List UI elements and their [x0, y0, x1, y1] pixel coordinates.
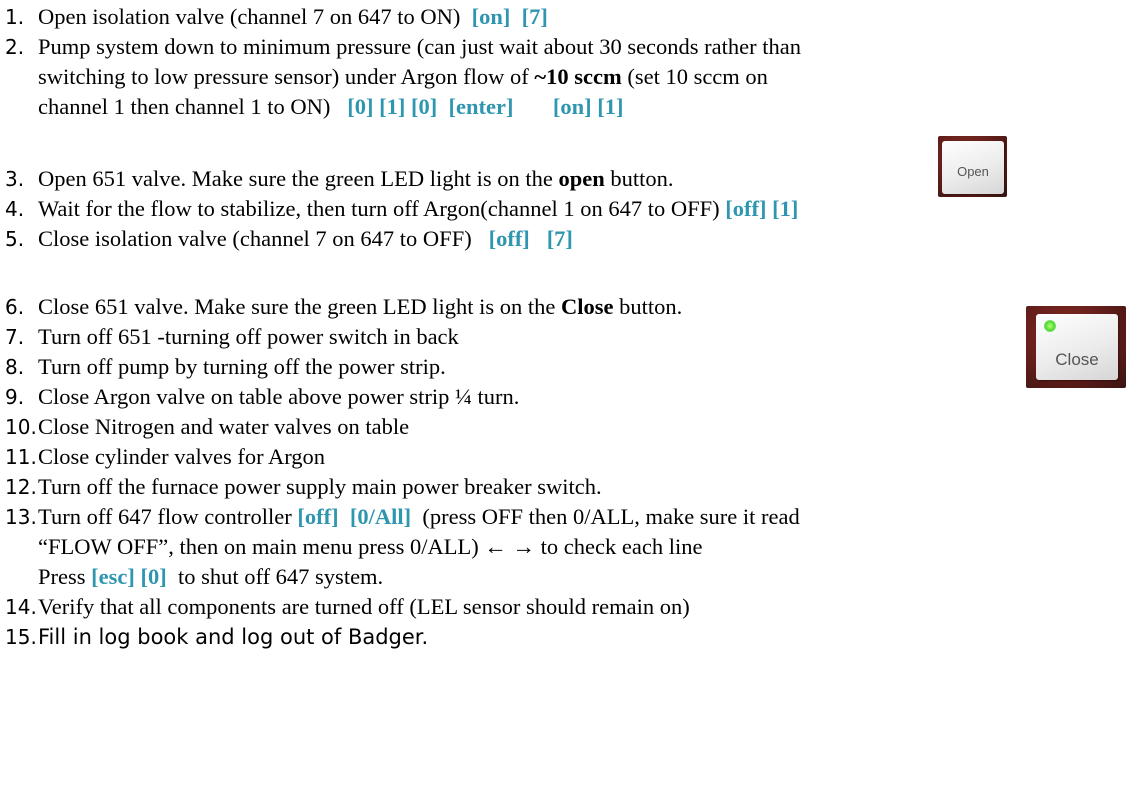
step-1: 1.Open isolation valve (channel 7 on 647… — [0, 2, 548, 32]
key-sequence: [off] — [488, 226, 530, 251]
key-sequence: [off] — [297, 504, 339, 529]
step-11: 11.Close cylinder valves for Argon — [0, 442, 325, 472]
step-8: 8.Turn off pump by turning off the power… — [0, 352, 446, 382]
step-2-line-3: channel 1 then channel 1 to ON) [0] [1] … — [38, 94, 624, 119]
close-button-label: Close — [1055, 350, 1099, 369]
key-sequence: [7] — [521, 4, 548, 29]
close-button-face: Close — [1036, 314, 1118, 380]
step-9: 9.Close Argon valve on table above power… — [0, 382, 519, 412]
key-sequence: [enter] — [448, 94, 514, 119]
step-10: 10.Close Nitrogen and water valves on ta… — [0, 412, 409, 442]
step-number: 4. — [5, 197, 25, 221]
step-13-line-2: “FLOW OFF”, then on main menu press 0/AL… — [38, 534, 703, 559]
key-sequence: [on] [1] — [552, 94, 624, 119]
open-button-photo: Open — [938, 136, 1007, 197]
step-number: 7. — [5, 325, 25, 349]
step-number: 13. — [5, 505, 37, 529]
step-number: 14. — [5, 595, 37, 619]
step-number: 5. — [5, 227, 25, 251]
step-number: 8. — [5, 355, 25, 379]
step-5: 5.Close isolation valve (channel 7 on 64… — [0, 224, 573, 254]
step-number: 9. — [5, 385, 25, 409]
step-number: 6. — [5, 295, 25, 319]
key-sequence: [0] [1] [0] — [347, 94, 438, 119]
step-12: 12.Turn off the furnace power supply mai… — [0, 472, 602, 502]
key-sequence: [esc] [0] — [91, 564, 167, 589]
key-sequence: [off] [1] — [725, 196, 799, 221]
close-button-photo: Close — [1026, 306, 1126, 388]
step-number: 2. — [5, 35, 25, 59]
open-button-face: Open — [942, 141, 1004, 194]
key-sequence: [0/All] — [349, 504, 412, 529]
open-button-label: Open — [957, 164, 989, 179]
led-indicator-icon — [1044, 320, 1056, 332]
step-2: 2.Pump system down to minimum pressure (… — [0, 32, 801, 62]
step-7: 7.Turn off 651 -turning off power switch… — [0, 322, 459, 352]
step-number: 3. — [5, 167, 25, 191]
step-number: 10. — [5, 415, 37, 439]
key-sequence: [7] — [546, 226, 573, 251]
step-number: 11. — [5, 445, 37, 469]
step-15: 15.Fill in log book and log out of Badge… — [0, 622, 428, 652]
step-6: 6.Close 651 valve. Make sure the green L… — [0, 292, 682, 322]
step-4: 4.Wait for the flow to stabilize, then t… — [0, 194, 798, 224]
step-3: 3.Open 651 valve. Make sure the green LE… — [0, 164, 674, 194]
step-14: 14.Verify that all components are turned… — [0, 592, 690, 622]
step-number: 15. — [5, 625, 37, 649]
key-sequence: [on] — [471, 4, 511, 29]
step-13: 13.Turn off 647 flow controller [off] [0… — [0, 502, 800, 532]
step-13-line-3: Press [esc] [0] to shut off 647 system. — [38, 564, 384, 589]
step-2-line-2: switching to low pressure sensor) under … — [38, 64, 768, 89]
step-number: 1. — [5, 5, 25, 29]
step-number: 12. — [5, 475, 37, 499]
